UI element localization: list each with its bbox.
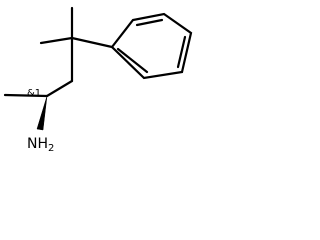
stereo-annotation: &1 <box>27 88 41 99</box>
bond-quaternary-to-phenyl <box>70 36 114 49</box>
phenyl-double-bond-2 <box>176 35 187 69</box>
amine-symbol: NH <box>27 136 48 152</box>
phenyl-ring-outline <box>110 12 193 80</box>
amine-subscript: 2 <box>48 143 54 154</box>
bond-methyl-left <box>39 36 74 45</box>
molecule-structure: &1 NH2 <box>3 6 193 154</box>
wedge-bond-amine <box>36 95 48 131</box>
bond-stereocenter-to-methyl <box>3 93 49 98</box>
phenyl-double-bond-1 <box>135 18 164 27</box>
bond-ch2-to-stereocenter <box>45 79 74 98</box>
amine-label: NH2 <box>27 136 54 154</box>
phenyl-ring <box>110 12 193 80</box>
phenyl-double-bond-3 <box>116 47 149 74</box>
